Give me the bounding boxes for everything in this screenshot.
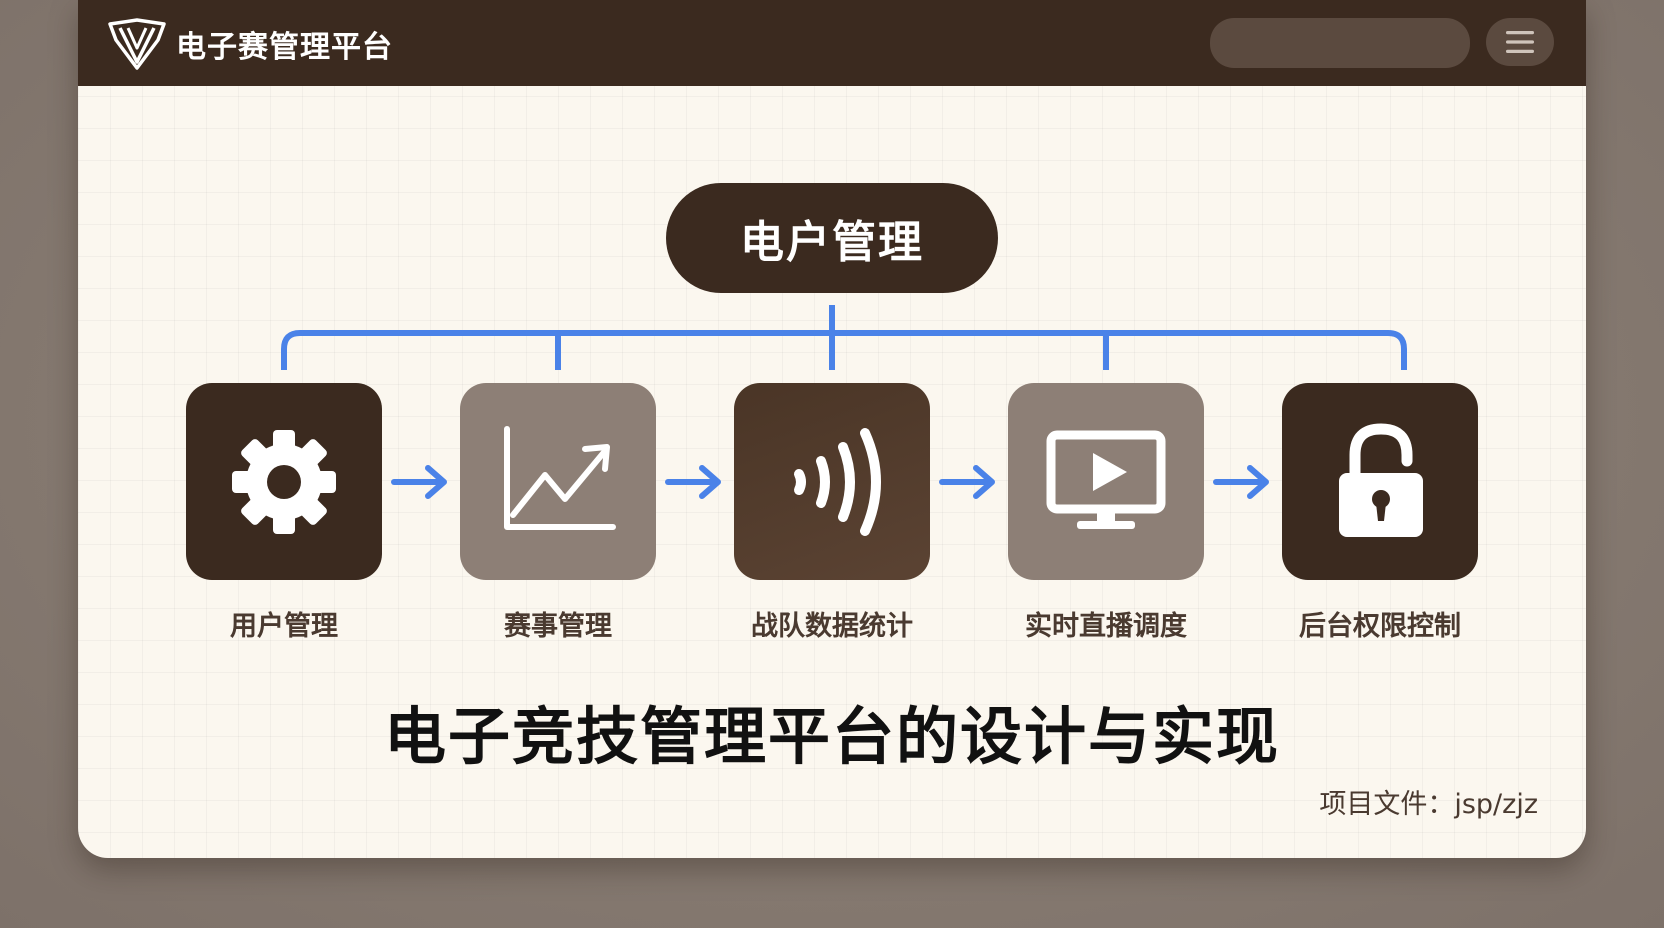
hamburger-menu-icon (1506, 31, 1534, 53)
node-live-dispatch[interactable] (1008, 383, 1204, 580)
root-node-label: 电户管理 (740, 217, 924, 268)
node-label-5: 后台权限控制 (1299, 611, 1461, 642)
project-file-caption: 项目文件：jsp/zjz (1319, 789, 1538, 820)
top-navigation-bar: 电子赛管理平台 (78, 0, 1586, 86)
node-label-3: 战队数据统计 (751, 611, 913, 642)
flow-arrow-1 (391, 465, 447, 499)
node-user-management[interactable] (186, 383, 382, 580)
node-team-stats[interactable] (734, 383, 930, 580)
node-permission-control[interactable] (1282, 383, 1478, 580)
node-label-4: 实时直播调度 (1025, 611, 1187, 642)
search-input[interactable] (1210, 18, 1470, 68)
root-node[interactable]: 电户管理 (666, 183, 998, 293)
flow-arrow-3 (939, 465, 995, 499)
brand-title[interactable]: 电子赛管理平台 (176, 30, 393, 65)
flow-arrow-4 (1213, 465, 1269, 499)
bus-line (281, 330, 1407, 370)
node-label-1: 用户管理 (230, 611, 338, 642)
gear-icon (232, 429, 336, 534)
node-label-2: 赛事管理 (504, 611, 612, 642)
connector-lines (281, 305, 1407, 499)
main-card: 电子赛管理平台 (78, 0, 1586, 858)
menu-button[interactable] (1486, 18, 1554, 66)
padlock-icon (1339, 422, 1423, 537)
node-event-management[interactable] (460, 383, 656, 580)
signal-waves-icon (794, 427, 881, 536)
flow-arrow-2 (665, 465, 721, 499)
module-diagram: 电户管理 用户管理 (78, 0, 1586, 858)
page-title: 电子竞技管理平台的设计与实现 (383, 700, 1280, 773)
shield-logo-icon[interactable] (108, 18, 166, 70)
monitor-play-icon (1046, 430, 1166, 529)
line-chart-icon (504, 425, 616, 530)
